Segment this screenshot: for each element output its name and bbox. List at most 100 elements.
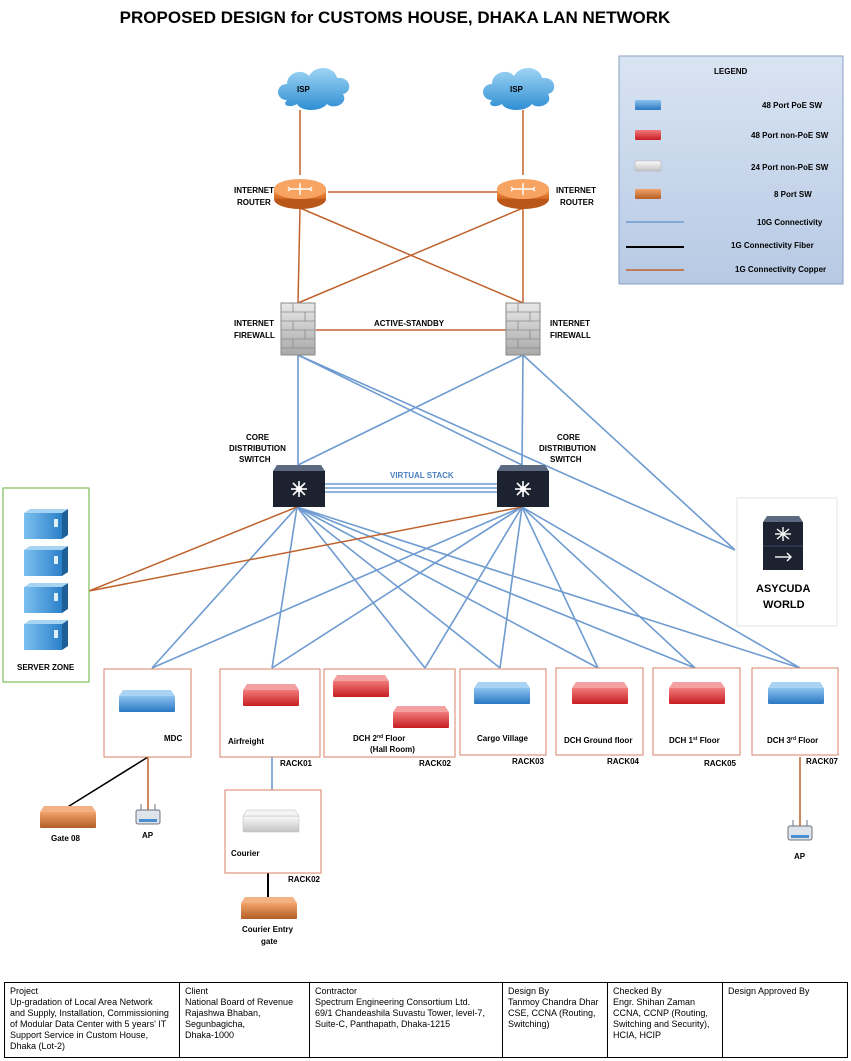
legend-item-label: 48 Port non-PoE SW xyxy=(751,131,829,140)
project-line: Dhaka (Lot-2) xyxy=(10,1041,66,1051)
link-core-right-airfreight xyxy=(271,506,523,669)
isp-cloud-right: ISP xyxy=(483,67,555,110)
fw-left-label-1: INTERNET xyxy=(234,319,274,328)
link-core-left-mdc xyxy=(151,506,298,669)
project-line: Support Service in Custom House, xyxy=(10,1030,149,1040)
fw-right-label-1: INTERNET xyxy=(550,319,590,328)
legend-item-label: 48 Port PoE SW xyxy=(762,101,822,110)
link-fw-right-core-left xyxy=(297,354,524,466)
rack-dch1: DCH 1st Floor xyxy=(652,667,741,756)
contractor-cell: Contractor Spectrum Engineering Consorti… xyxy=(310,983,503,1057)
rack-label: RACK01 xyxy=(280,759,313,768)
rack-dch2: DCH 2nd Floor (Hall Room) xyxy=(323,668,456,758)
design-line: Tanmoy Chandra Dhar xyxy=(508,997,599,1007)
gate08-switch: Gate 08 xyxy=(40,806,96,843)
core-switch-left xyxy=(273,465,325,507)
switch-48-nonpoe-icon xyxy=(635,130,661,140)
client-heading: Client xyxy=(185,986,209,996)
gate08-label: Gate 08 xyxy=(51,834,80,843)
link-core-right-dch1 xyxy=(521,506,696,669)
rack-name: DCH 1st Floor xyxy=(669,736,720,745)
link-router-left-fw-left xyxy=(297,207,301,304)
rack-mdc: MDC xyxy=(103,668,192,758)
checked-line: Engr. Shihan Zaman xyxy=(613,997,696,1007)
core-right-label-3: SWITCH xyxy=(550,455,582,464)
rack-name: DCH 3rd Floor xyxy=(767,736,818,745)
client-line: Rajashwa Bhaban, xyxy=(185,1008,261,1018)
link-fw-left-asycuda xyxy=(297,354,736,551)
isp-label-right: ISP xyxy=(510,85,524,94)
server-icon xyxy=(24,583,68,613)
server-icon xyxy=(24,620,68,650)
title-block: Project Up-gradation of Local Area Netwo… xyxy=(4,982,848,1058)
switch-8-port-icon xyxy=(241,903,297,919)
courier-gate-label-2: gate xyxy=(261,937,278,946)
isp-label-left: ISP xyxy=(297,85,311,94)
core-right-label-1: CORE xyxy=(557,433,581,442)
router-right-label-1: INTERNET xyxy=(556,186,596,195)
design-heading: Design By xyxy=(508,986,550,996)
link-mdc-gate08 xyxy=(65,756,149,809)
rack-label: RACK04 xyxy=(607,757,640,766)
link-core-left-cargo xyxy=(296,506,501,669)
rack-label: RACK02 xyxy=(419,759,452,768)
link-core-left-dch1 xyxy=(296,506,696,669)
rack-dch3: DCH 3rd Floor xyxy=(751,667,839,756)
client-line: Segunbagicha, xyxy=(185,1019,246,1029)
asycuda-label-1: ASYCUDA xyxy=(756,583,810,595)
rack-name: Courier xyxy=(231,849,259,858)
rack-label: RACK07 xyxy=(806,757,839,766)
legend: LEGEND 48 Port PoE SW 48 Port non-PoE SW… xyxy=(618,55,844,285)
switch-48-poe-icon xyxy=(474,688,530,704)
link-core-right-cargo xyxy=(499,506,523,669)
firewall-icon xyxy=(280,302,316,356)
rack-airfreight: Airfreight xyxy=(219,668,321,758)
fw-left-label-2: FIREWALL xyxy=(234,331,275,340)
server-zone-label: SERVER ZONE xyxy=(17,663,75,672)
switch-48-poe-icon xyxy=(119,696,175,712)
active-standby-label: ACTIVE-STANDBY xyxy=(374,319,445,328)
legend-item-label: 8 Port SW xyxy=(774,190,812,199)
checked-line: CCNA, CCNP (Routing, xyxy=(613,1008,708,1018)
rack-box xyxy=(219,668,321,758)
project-heading: Project xyxy=(10,986,39,996)
server-zone: SERVER ZONE xyxy=(2,487,90,683)
courier-gate-label-1: Courier Entry xyxy=(242,925,294,934)
cloud-icon xyxy=(278,67,350,110)
core-left-label-2: DISTRIBUTION xyxy=(229,444,286,453)
switch-48-nonpoe-icon xyxy=(393,712,449,728)
project-line: Up-gradation of Local Area Network xyxy=(10,997,153,1007)
contractor-line: Suite-C, Panthapath, Dhaka-1215 xyxy=(315,1019,451,1029)
router-right-label-2: ROUTER xyxy=(560,198,594,207)
rack-courier: Courier xyxy=(224,789,322,874)
link-core-left-dchg xyxy=(296,506,599,669)
core-switch-right xyxy=(497,465,549,507)
ap-dch3: AP xyxy=(787,820,813,861)
contractor-line: 69/1 Chandeashila Suvastu Tower, level-7… xyxy=(315,1008,485,1018)
rack-label: RACK03 xyxy=(512,757,545,766)
contractor-line: Spectrum Engineering Consortium Ltd. xyxy=(315,997,471,1007)
internet-router-left xyxy=(274,179,326,209)
ap-mdc-label: AP xyxy=(142,831,154,840)
rack-subname: (Hall Room) xyxy=(370,745,415,754)
rack-label: RACK02 xyxy=(288,875,321,884)
router-left-label-2: ROUTER xyxy=(237,198,271,207)
legend-item-label: 10G Connectivity xyxy=(757,218,823,227)
approved-cell: Design Approved By xyxy=(723,983,845,1057)
checked-line: Switching and Security), xyxy=(613,1019,710,1029)
project-line: of Modular Data Center with 5 years' IT xyxy=(10,1019,167,1029)
core-right-label-2: DISTRIBUTION xyxy=(539,444,596,453)
legend-item-label: 24 Port non-PoE SW xyxy=(751,163,829,172)
link-fw-right-core-right xyxy=(521,354,524,466)
switch-48-nonpoe-icon xyxy=(333,681,389,697)
link-core-right-dchg xyxy=(521,506,599,669)
link-core-right-dch3 xyxy=(521,506,801,669)
link-router-right-fw-left xyxy=(297,207,524,304)
rack-name: Cargo Village xyxy=(477,734,529,743)
ap-dch3-label: AP xyxy=(794,852,806,861)
client-cell: Client National Board of Revenue Rajashw… xyxy=(180,983,310,1057)
rack-name: DCH Ground floor xyxy=(564,736,632,745)
legend-item-label: 1G Connectivity Copper xyxy=(735,265,826,274)
link-core-right-mdc xyxy=(151,506,523,669)
asycuda-world: ASYCUDA WORLD xyxy=(736,497,838,627)
